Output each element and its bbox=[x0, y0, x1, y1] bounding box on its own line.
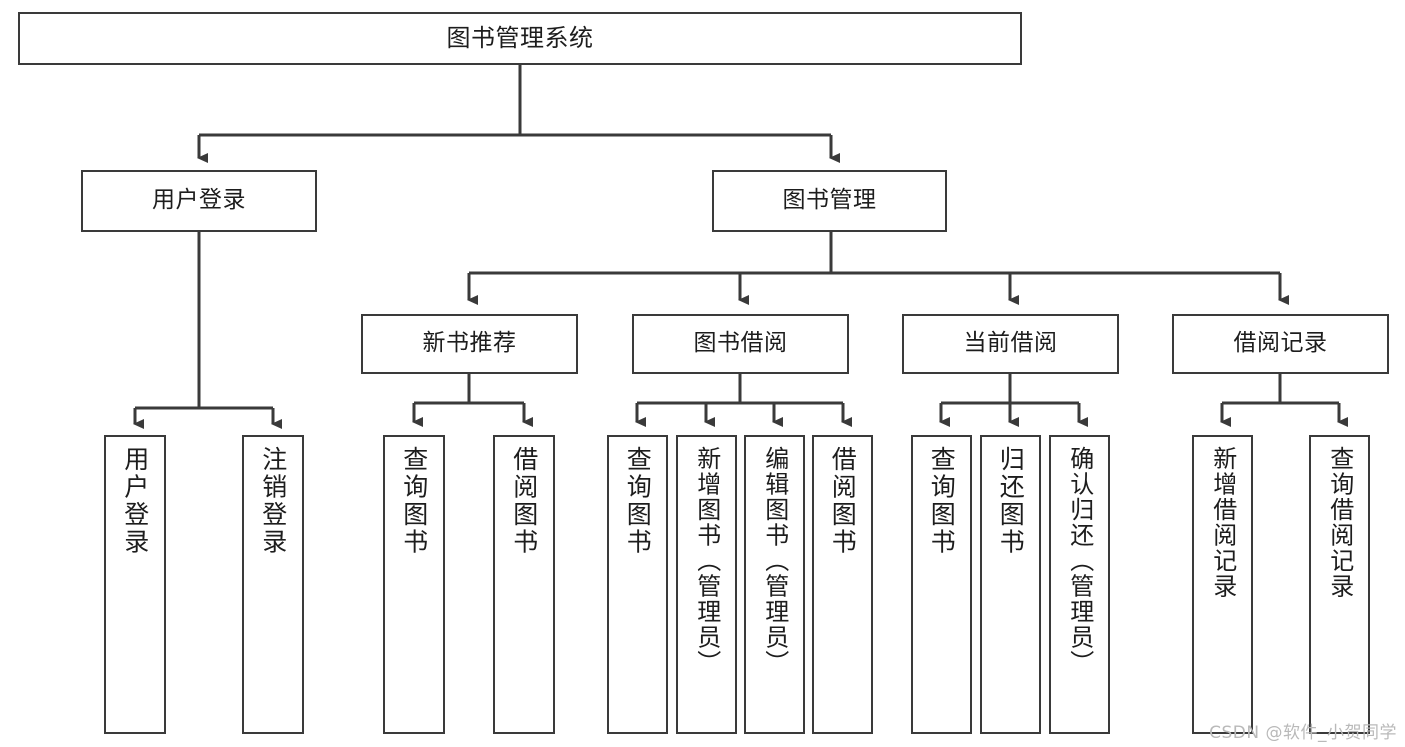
node-label: 借阅记录 bbox=[1233, 330, 1328, 357]
leaf-query-book-borrow[interactable]: 查询图书 bbox=[607, 435, 668, 734]
node-label: 新增借阅记录 bbox=[1208, 446, 1237, 599]
node-label: 图书借阅 bbox=[693, 330, 788, 357]
node-label: 借阅图书 bbox=[828, 446, 858, 556]
node-label: 当前借阅 bbox=[963, 330, 1058, 357]
node-book-management[interactable]: 图书管理 bbox=[712, 170, 947, 232]
leaf-user-login[interactable]: 用户登录 bbox=[104, 435, 166, 734]
leaf-borrow-book[interactable]: 借阅图书 bbox=[812, 435, 873, 734]
node-label: 查询图书 bbox=[623, 446, 653, 556]
node-label: 新书推荐 bbox=[422, 330, 517, 357]
leaf-query-borrow-record[interactable]: 查询借阅记录 bbox=[1309, 435, 1370, 734]
node-label: 查询图书 bbox=[927, 446, 957, 556]
node-label: 图书管理系统 bbox=[446, 24, 594, 53]
node-label: 查询借阅记录 bbox=[1325, 446, 1354, 599]
node-borrow-record[interactable]: 借阅记录 bbox=[1172, 314, 1389, 374]
node-new-book-recommend[interactable]: 新书推荐 bbox=[361, 314, 578, 374]
node-user-login[interactable]: 用户登录 bbox=[81, 170, 317, 232]
node-label: 编辑图书（管理员） bbox=[760, 446, 789, 676]
node-label: 查询图书 bbox=[399, 446, 429, 556]
leaf-return-book[interactable]: 归还图书 bbox=[980, 435, 1041, 734]
leaf-query-book-current[interactable]: 查询图书 bbox=[911, 435, 972, 734]
node-label: 用户登录 bbox=[152, 187, 246, 214]
node-label: 归还图书 bbox=[996, 446, 1026, 556]
leaf-query-book-newbook[interactable]: 查询图书 bbox=[383, 435, 445, 734]
node-label: 用户登录 bbox=[120, 446, 150, 556]
node-label: 新增图书（管理员） bbox=[692, 446, 721, 676]
leaf-edit-book-admin[interactable]: 编辑图书（管理员） bbox=[744, 435, 805, 734]
leaf-add-borrow-record[interactable]: 新增借阅记录 bbox=[1192, 435, 1253, 734]
leaf-logout[interactable]: 注销登录 bbox=[242, 435, 304, 734]
node-label: 借阅图书 bbox=[509, 446, 539, 556]
leaf-borrow-book-newbook[interactable]: 借阅图书 bbox=[493, 435, 555, 734]
leaf-confirm-return-admin[interactable]: 确认归还（管理员） bbox=[1049, 435, 1110, 734]
watermark-text: CSDN @软件_小贺同学 bbox=[1209, 723, 1397, 743]
node-label: 图书管理 bbox=[782, 187, 877, 214]
node-book-borrow[interactable]: 图书借阅 bbox=[632, 314, 849, 374]
node-current-borrow[interactable]: 当前借阅 bbox=[902, 314, 1119, 374]
node-root-system[interactable]: 图书管理系统 bbox=[18, 12, 1022, 65]
node-label: 注销登录 bbox=[258, 446, 288, 556]
leaf-add-book-admin[interactable]: 新增图书（管理员） bbox=[676, 435, 737, 734]
node-label: 确认归还（管理员） bbox=[1065, 446, 1094, 676]
